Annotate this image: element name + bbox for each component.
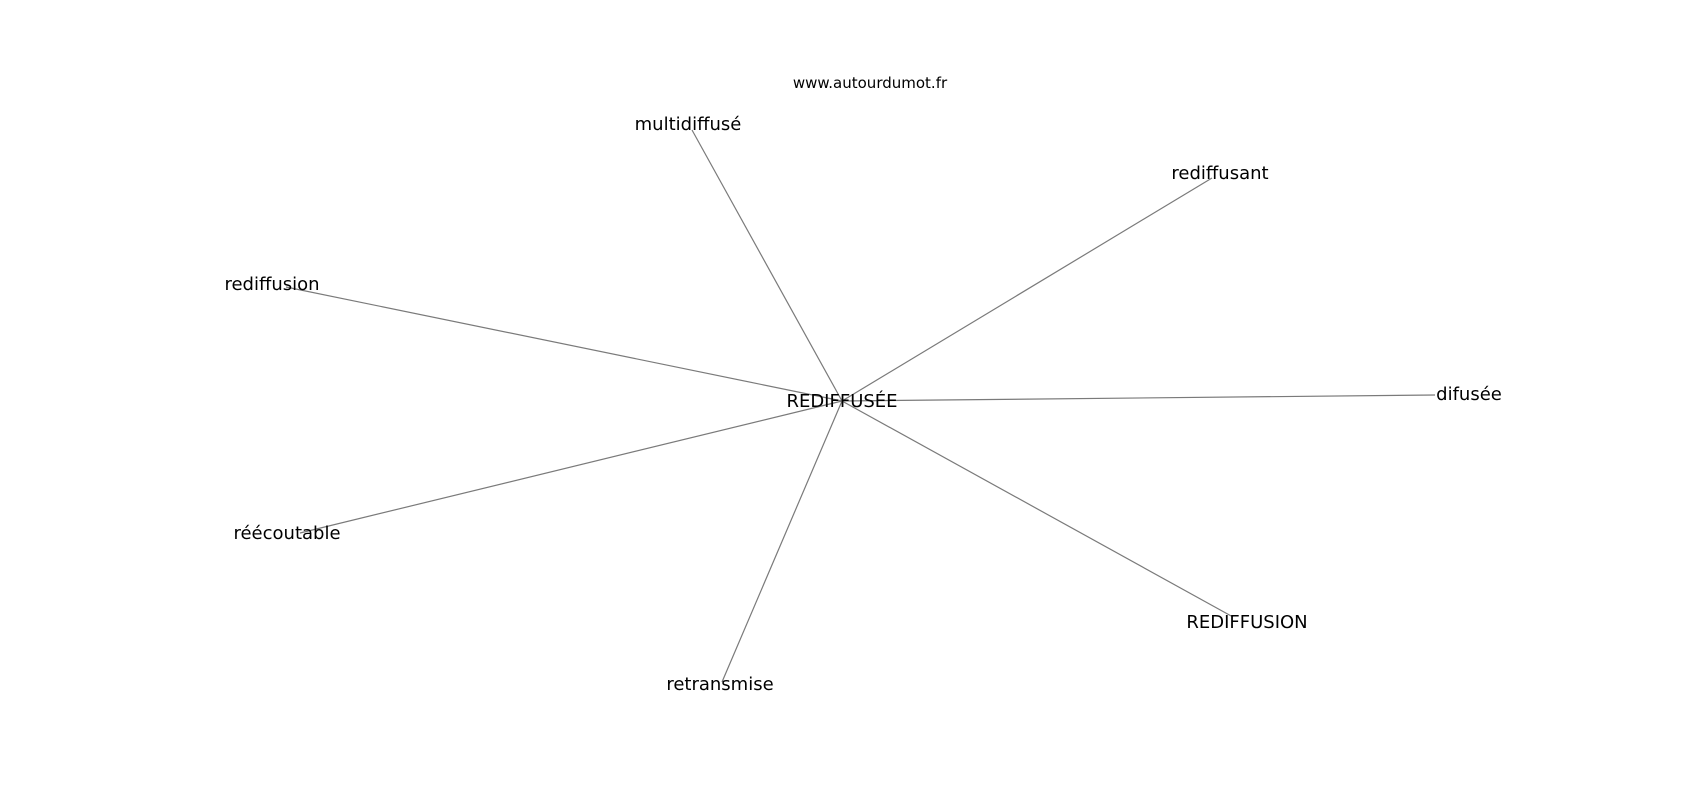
node-label-reecoutable[interactable]: réécoutable — [233, 523, 340, 544]
edges-layer — [285, 129, 1436, 683]
edge-rediffusant — [841, 177, 1213, 402]
nodes-layer: multidiffusé rediffusant rediffusion difusé… — [224, 114, 1501, 695]
node-label-rediffusant[interactable]: rediffusant — [1171, 163, 1268, 184]
node-label-multidiffuse[interactable]: multidiffusé — [635, 114, 742, 135]
edge-multidiffuse — [691, 129, 843, 402]
edge-reecoutable — [299, 400, 843, 534]
center-node-label[interactable]: REDIFFUSÉE — [786, 390, 897, 412]
node-label-rediffusion[interactable]: rediffusion — [224, 274, 319, 295]
node-label-rediffusion-upper[interactable]: REDIFFUSION — [1186, 612, 1307, 633]
edge-difusee — [841, 394, 1436, 402]
node-label-retransmise[interactable]: retransmise — [666, 674, 773, 695]
edge-rediffusion-upper — [841, 400, 1234, 618]
edge-retransmise — [721, 400, 843, 683]
node-label-difusee[interactable]: difusée — [1436, 384, 1502, 405]
edge-rediffusion — [285, 286, 843, 402]
watermark: www.autourdumot.fr — [793, 74, 948, 92]
